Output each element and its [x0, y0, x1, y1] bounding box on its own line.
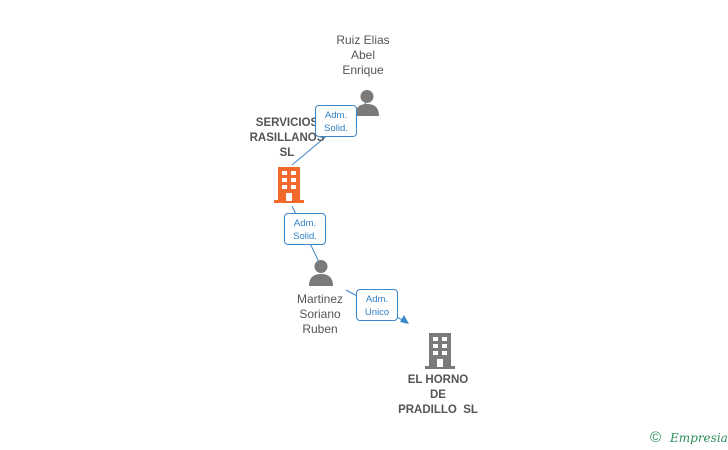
role-badge-adm-solid[interactable]: Adm. Solid.	[315, 105, 357, 137]
person-name-line: Abel	[350, 48, 376, 62]
company-name-line: SL	[279, 147, 295, 159]
company-name-line: DE	[430, 389, 446, 401]
arrowhead-horno	[400, 315, 409, 324]
role-text: Solid.	[293, 231, 317, 242]
company-name-line: EL HORNO	[407, 374, 469, 386]
company-name-line: RASILLANOS	[249, 132, 325, 144]
role-text: Solid.	[324, 123, 348, 134]
role-text: Adm.	[293, 218, 317, 229]
person-name-line: Martinez	[296, 292, 343, 306]
building-icon[interactable]	[424, 333, 456, 369]
company-label-horno[interactable]: EL HORNO DE PRADILLO SL	[383, 373, 493, 418]
brand-logo[interactable]: Empresia	[670, 431, 728, 445]
person-icon[interactable]	[353, 88, 381, 116]
company-name-line: SERVICIOS	[255, 117, 319, 129]
person-icon[interactable]	[307, 258, 335, 286]
person-name-line: Soriano	[299, 307, 341, 321]
company-name-line: PRADILLO SL	[398, 404, 478, 416]
footer-brand: © Empresia	[650, 429, 728, 447]
building-icon[interactable]	[273, 167, 305, 203]
role-text: Adm.	[324, 110, 348, 121]
role-text: Adm.	[365, 294, 389, 305]
person-label-ruiz[interactable]: Ruiz Elias Abel Enrique	[318, 33, 408, 78]
person-name-line: Enrique	[342, 63, 384, 77]
role-text: Unico	[364, 307, 390, 318]
copyright-icon: ©	[650, 429, 662, 446]
person-name-line: Ruben	[302, 322, 338, 336]
role-badge-adm-unico[interactable]: Adm. Unico	[356, 289, 398, 321]
role-badge-adm-solid[interactable]: Adm. Solid.	[284, 213, 326, 245]
company-label-servicios[interactable]: SERVICIOS RASILLANOS SL	[237, 116, 337, 161]
person-label-martinez[interactable]: Martinez Soriano Ruben	[275, 292, 365, 337]
person-name-line: Ruiz Elias	[336, 33, 390, 47]
